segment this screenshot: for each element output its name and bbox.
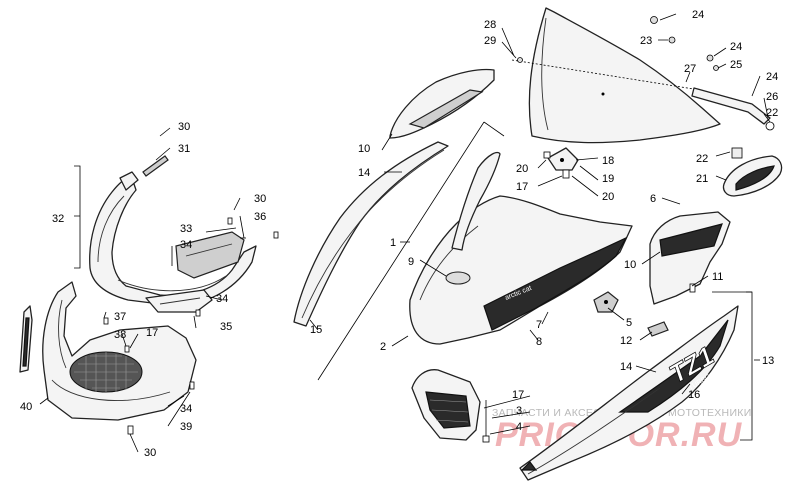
side-trim-rail-part — [293, 141, 449, 327]
latch-part — [593, 291, 619, 313]
callout-10: 10 — [358, 143, 370, 155]
callout-20: 20 — [602, 191, 614, 203]
callout-3: 3 — [516, 405, 522, 417]
frame-bracket-line — [317, 121, 505, 381]
callout-34: 34 — [180, 239, 192, 251]
callout-4: 4 — [516, 421, 522, 433]
callout-23: 23 — [640, 35, 652, 47]
callout-15: 15 — [310, 324, 322, 336]
vertical-bolt-part — [482, 400, 490, 443]
callout-38: 38 — [114, 329, 126, 341]
side-vent-panel-part — [649, 211, 731, 305]
callout-7: 7 — [536, 319, 542, 331]
callout-36: 36 — [254, 211, 266, 223]
callout-5: 5 — [626, 317, 632, 329]
callout-17: 17 — [146, 327, 158, 339]
callout-21: 21 — [696, 173, 708, 185]
callout-33: 33 — [180, 223, 192, 235]
callout-14: 14 — [358, 167, 370, 179]
callout-2: 2 — [380, 341, 386, 353]
callout-24: 24 — [692, 9, 704, 21]
callout-9: 9 — [408, 256, 414, 268]
callout-34: 34 — [216, 293, 228, 305]
callout-30: 30 — [144, 447, 156, 459]
callout-40: 40 — [20, 401, 32, 413]
callout-8: 8 — [536, 336, 542, 348]
callout-27: 27 — [684, 63, 696, 75]
callout-19: 19 — [602, 173, 614, 185]
vent-trim-upper-part — [389, 68, 495, 139]
windshield-part — [511, 7, 721, 144]
trim-strip-part — [19, 305, 33, 373]
callout-11: 11 — [712, 271, 723, 283]
callout-12: 12 — [620, 335, 632, 347]
lower-intake-grille-part — [411, 369, 481, 441]
grille-mesh-part — [69, 351, 143, 393]
callout-10: 10 — [624, 259, 636, 271]
windshield-bracket-part — [543, 147, 579, 179]
callout-14: 14 — [620, 361, 632, 373]
callout-32: 32 — [52, 213, 64, 225]
leader-lines — [39, 13, 771, 453]
mirror-part — [722, 147, 783, 197]
callout-30: 30 — [178, 121, 190, 133]
small-bracket-part — [647, 321, 669, 337]
callout-35: 35 — [220, 321, 232, 333]
fastener-cluster-part — [517, 16, 719, 71]
callout-28: 28 — [484, 19, 496, 31]
callout-22: 22 — [696, 153, 708, 165]
small-clip-part — [142, 155, 169, 177]
callout-37: 37 — [114, 311, 126, 323]
callout-34: 34 — [180, 403, 192, 415]
callout-25: 25 — [730, 59, 742, 71]
callout-6: 6 — [650, 193, 656, 205]
headlight-housing-part — [89, 171, 257, 307]
headlight-bracket-part — [145, 289, 213, 313]
callout-22: 22 — [766, 107, 778, 119]
callout-31: 31 — [178, 143, 190, 155]
bracket-line-right — [712, 291, 753, 441]
callout-17: 17 — [516, 181, 528, 193]
callout-26: 26 — [766, 91, 778, 103]
callout-labels: 30 31 32 30 36 33 34 34 35 37 38 17 40 3… — [20, 9, 778, 459]
callout-20: 20 — [516, 163, 528, 175]
mirror-arm-part — [691, 87, 775, 131]
callout-30: 30 — [254, 193, 266, 205]
callout-1: 1 — [390, 237, 396, 249]
callout-24: 24 — [730, 41, 742, 53]
nose-cowl-part: arctic cat — [409, 195, 633, 345]
callout-39: 39 — [180, 421, 192, 433]
callout-16: 16 — [688, 389, 700, 401]
callout-18: 18 — [602, 155, 614, 167]
callout-13: 13 — [762, 355, 774, 367]
callout-24: 24 — [766, 71, 778, 83]
small-bolts — [103, 217, 696, 435]
hood-panel-part — [451, 151, 501, 251]
callout-29: 29 — [484, 35, 496, 47]
callout-17: 17 — [512, 389, 524, 401]
